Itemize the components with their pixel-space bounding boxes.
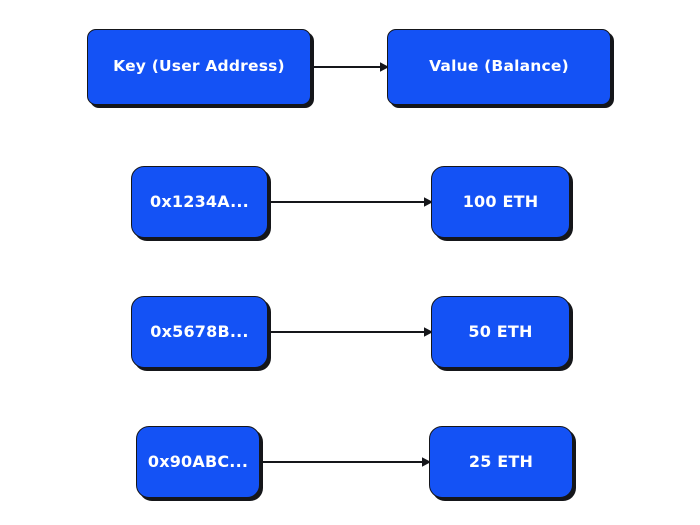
row-value-label: 100 ETH: [462, 192, 539, 212]
header-key-node: Key (User Address): [87, 29, 311, 105]
row-key-label: 0x90ABC...: [147, 452, 249, 472]
row-value-node: 50 ETH: [431, 296, 570, 368]
arrow-right-icon: [268, 325, 433, 339]
header-value-label: Value (Balance): [429, 57, 569, 76]
header-key-label: Key (User Address): [113, 57, 285, 76]
row-value-label: 25 ETH: [468, 452, 534, 472]
row-value-node: 100 ETH: [431, 166, 570, 238]
row-value-label: 50 ETH: [468, 322, 533, 342]
row-key-label: 0x1234A...: [150, 192, 249, 212]
row-key-label: 0x5678B...: [150, 322, 249, 342]
arrow-right-icon: [268, 195, 433, 209]
arrow-right-icon: [260, 455, 431, 469]
row-value-node: 25 ETH: [429, 426, 573, 498]
row-key-node: 0x90ABC...: [136, 426, 260, 498]
row-key-node: 0x5678B...: [131, 296, 268, 368]
row-key-node: 0x1234A...: [131, 166, 268, 238]
arrow-header: [311, 60, 389, 74]
header-value-node: Value (Balance): [387, 29, 611, 105]
